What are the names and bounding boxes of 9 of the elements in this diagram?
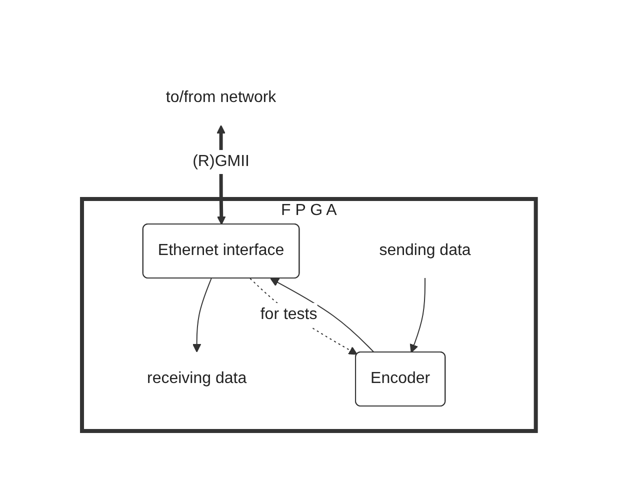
arrow: [409, 278, 426, 353]
node-text: to/from network: [165, 89, 276, 106]
arrow: [270, 278, 374, 353]
node-text: receiving data: [146, 370, 246, 387]
edge-label: (R)GMII: [192, 153, 250, 170]
node-text: sending data: [378, 242, 470, 259]
arrow: [192, 278, 212, 352]
edge-label: for tests: [260, 306, 317, 323]
arrow: [249, 278, 358, 355]
